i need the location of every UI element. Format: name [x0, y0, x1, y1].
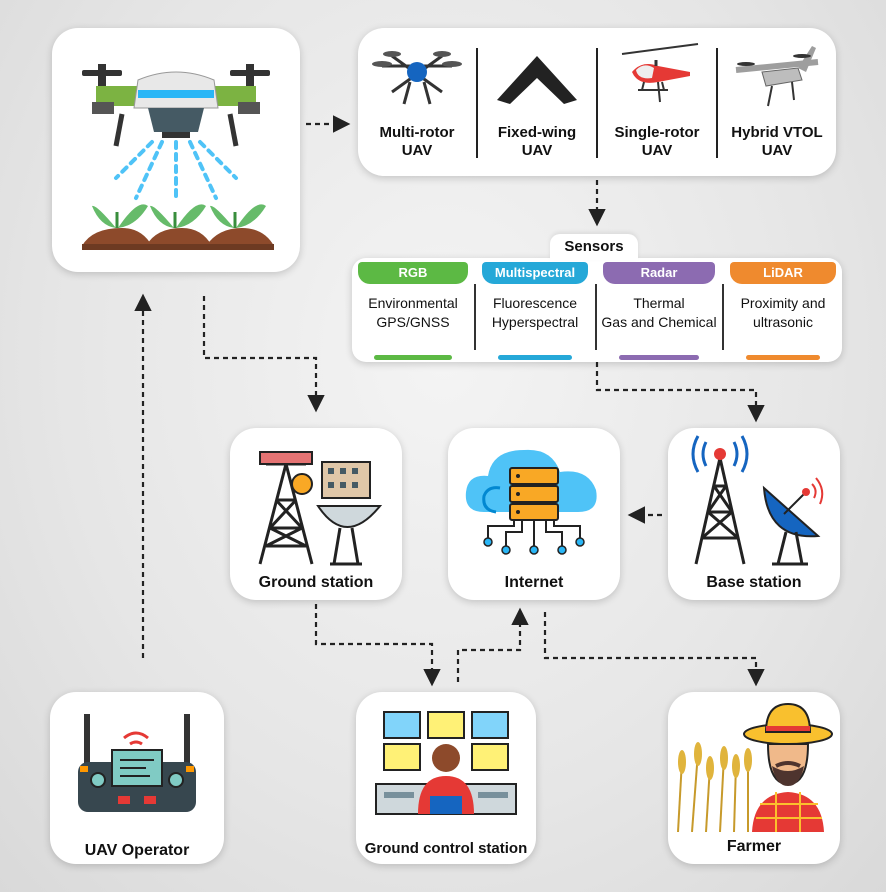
sensors-title: Sensors	[550, 234, 638, 260]
sensor-column-multispectral: Multispectral Fluorescence Hyperspectral	[476, 258, 594, 362]
sensor-bar	[619, 355, 699, 360]
sensor-text: Environmental GPS/GNSS	[368, 295, 458, 330]
divider	[474, 284, 476, 350]
sensor-column-lidar: LiDAR Proximity and ultrasonic	[724, 258, 842, 362]
hybrid-vtol-drone-icon	[735, 46, 819, 107]
uav-type-label: Multi-rotor UAV	[379, 124, 455, 159]
remote-controller-icon	[78, 714, 196, 812]
uav-type-fixed-wing: Fixed-wing UAV	[478, 28, 596, 178]
cloud-server-icon	[465, 449, 597, 555]
multi-rotor-drone-icon	[372, 51, 462, 105]
ground-station-card: Ground station	[230, 428, 402, 600]
arrow-ground-station-to-gcs	[314, 604, 441, 687]
uav-type-label: Hybrid VTOL UAV	[731, 124, 823, 159]
base-station-label: Base station	[706, 574, 802, 591]
divider	[476, 48, 478, 158]
uav-type-multi-rotor: Multi-rotor UAV	[358, 28, 476, 178]
drone-spraying-card	[52, 28, 300, 272]
divider	[595, 284, 597, 350]
ground-control-station-card: Ground control station	[356, 692, 536, 864]
arrow-sensors-to-base-station	[595, 362, 765, 423]
sensor-tag: Radar	[603, 262, 715, 284]
divider	[722, 284, 724, 350]
uav-types-card: Multi-rotor UAV Fixed-wing UAV Single-ro…	[358, 28, 836, 176]
sensors-card: Sensors RGB Environmental GPS/GNSS Multi…	[352, 234, 842, 362]
sensor-bar	[746, 355, 820, 360]
uav-type-single-rotor: Single-rotor UAV	[598, 28, 716, 178]
ground-station-label: Ground station	[258, 574, 374, 591]
ground-station-tower-icon	[258, 451, 383, 566]
uav-operator-label: UAV Operator	[84, 842, 190, 859]
base-station-card: Base station	[668, 428, 840, 600]
sensor-text: Thermal Gas and Chemical	[601, 295, 717, 330]
sensor-bar	[498, 355, 572, 360]
base-station-antenna-icon	[691, 435, 824, 566]
fixed-wing-drone-icon	[497, 56, 577, 104]
farmer-label: Farmer	[726, 838, 782, 855]
sensor-tag: LiDAR	[730, 262, 836, 284]
sensor-bar	[374, 355, 452, 360]
single-rotor-helicopter-icon	[621, 43, 699, 103]
uav-type-label: Fixed-wing UAV	[497, 124, 577, 159]
divider	[716, 48, 718, 158]
sensor-tag: RGB	[358, 262, 468, 284]
sensor-tag: Multispectral	[482, 262, 588, 284]
sensor-column-rgb: RGB Environmental GPS/GNSS	[352, 258, 474, 362]
internet-card: Internet	[448, 428, 620, 600]
ground-control-station-label: Ground control station	[364, 840, 528, 857]
uav-type-label: Single-rotor UAV	[614, 124, 700, 159]
farmer-icon	[677, 702, 833, 833]
arrow-internet-to-farmer	[543, 612, 765, 687]
arrow-drone-to-ground-station	[202, 296, 325, 413]
uav-operator-card: UAV Operator	[50, 692, 224, 864]
sensor-text: Fluorescence Hyperspectral	[491, 295, 579, 330]
spraying-drone-icon	[82, 64, 274, 250]
sensor-column-radar: Radar Thermal Gas and Chemical	[597, 258, 721, 362]
control-room-operator-icon	[375, 711, 517, 815]
sensor-text: Proximity and ultrasonic	[740, 295, 826, 330]
internet-label: Internet	[504, 574, 564, 591]
divider	[596, 48, 598, 158]
arrow-gcs-to-internet	[456, 607, 529, 682]
farmer-card: Farmer	[668, 692, 840, 864]
uav-type-hybrid-vtol: Hybrid VTOL UAV	[718, 28, 836, 178]
